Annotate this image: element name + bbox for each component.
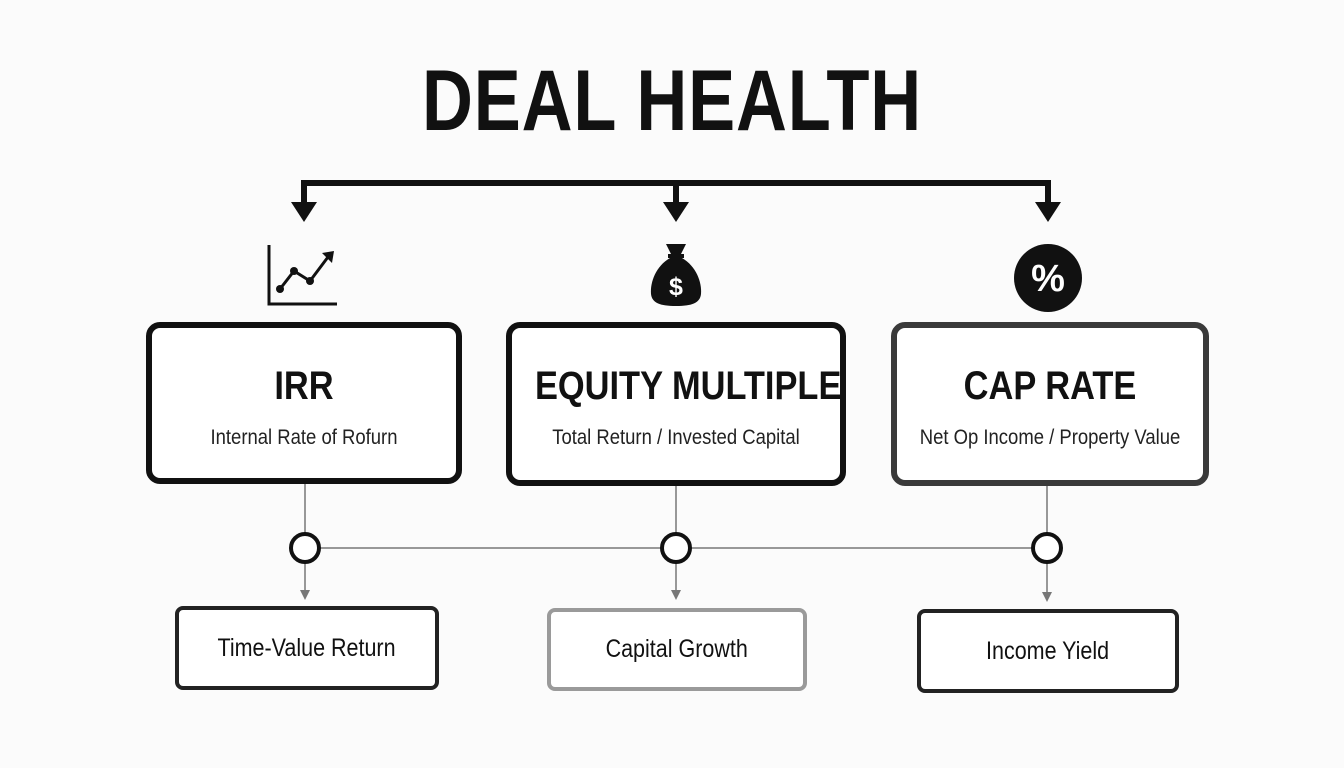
outcome-box-time-value-return: Time-Value Return <box>175 606 439 690</box>
metric-heading-cap-rate: CAP RATE <box>963 364 1137 408</box>
arrow-to-cap-rate <box>1035 202 1061 222</box>
junction-node-irr <box>289 532 321 564</box>
diagram-title: DEAL HEALTH <box>421 53 923 149</box>
outcome-box-income-yield: Income Yield <box>917 609 1179 693</box>
top-distribution-bracket <box>291 180 1061 222</box>
metric-heading-equity-multiple: EQUITY MULTIPLE <box>534 364 842 408</box>
metric-description-equity-multiple: Total Return / Invested Capital <box>552 426 800 449</box>
outcome-box-capital-growth: Capital Growth <box>547 608 807 691</box>
metric-heading-irr: IRR <box>274 364 334 408</box>
lower-connectors <box>289 484 1063 602</box>
money-bag-dollar-glyph: $ <box>669 273 683 301</box>
money-bag-icon: $ <box>650 244 702 306</box>
outcome-label-time-value-return: Time-Value Return <box>217 633 397 662</box>
arrow-to-equity-multiple <box>663 202 689 222</box>
junction-node-cap-rate <box>1031 532 1063 564</box>
metric-description-cap-rate: Net Op Income / Property Value <box>919 426 1181 449</box>
arrow-to-irr <box>291 202 317 222</box>
outcome-label-income-yield: Income Yield <box>986 636 1110 665</box>
metric-box-cap-rate: CAP RATE Net Op Income / Property Value <box>891 322 1209 486</box>
percent-icon: % <box>1014 244 1082 312</box>
percent-glyph: % <box>1031 258 1065 300</box>
line-chart-icon <box>267 245 337 306</box>
metric-description-irr: Internal Rate of Rofurn <box>210 426 398 449</box>
junction-node-equity-multiple <box>660 532 692 564</box>
outcome-label-capital-growth: Capital Growth <box>605 635 749 663</box>
metric-box-irr: IRR Internal Rate of Rofurn <box>146 322 462 484</box>
metric-box-equity-multiple: EQUITY MULTIPLE Total Return / Invested … <box>506 322 846 486</box>
